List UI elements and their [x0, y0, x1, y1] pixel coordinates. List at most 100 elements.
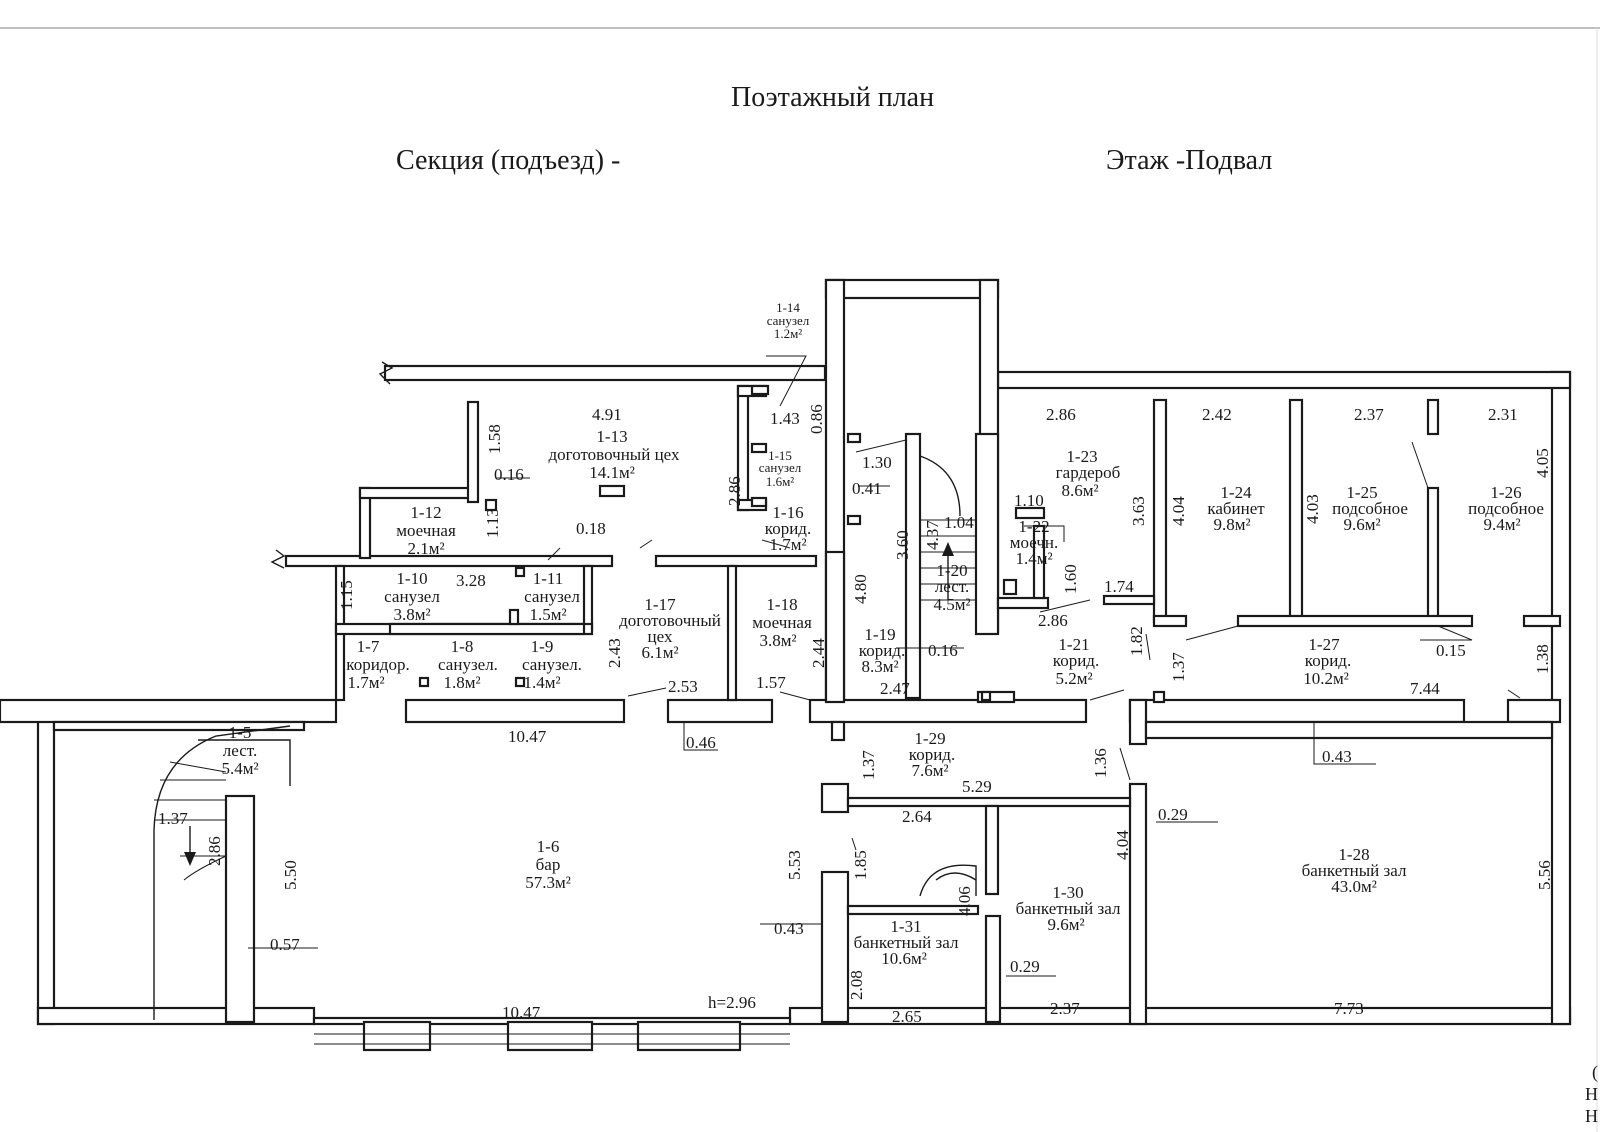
svg-text:банкетный зал: банкетный зал: [1302, 861, 1407, 880]
dim-label: 2.86: [725, 476, 744, 506]
dim-label: 0.41: [852, 479, 882, 498]
svg-text:лест.: лест.: [935, 577, 969, 596]
svg-text:1-26: 1-26: [1490, 483, 1521, 502]
svg-text:1.6м²: 1.6м²: [766, 474, 794, 489]
svg-text:1-7: 1-7: [357, 637, 380, 656]
svg-text:моечн.: моечн.: [1010, 533, 1059, 552]
svg-text:1.5м²: 1.5м²: [529, 605, 566, 624]
dim-label: 1.15: [337, 580, 356, 610]
dim-label: 0.43: [1322, 747, 1352, 766]
dim-label: 0.18: [576, 519, 606, 538]
dim-label: 4.91: [592, 405, 622, 424]
dim-label: 4.80: [851, 574, 870, 604]
svg-text:1-20: 1-20: [936, 561, 967, 580]
svg-text:14.1м²: 14.1м²: [589, 463, 635, 482]
svg-text:гардероб: гардероб: [1056, 463, 1121, 482]
page-title: Поэтажный план: [731, 82, 935, 113]
svg-text:6.1м²: 6.1м²: [641, 643, 678, 662]
svg-text:санузел: санузел: [524, 587, 580, 606]
svg-text:корид.: корид.: [1053, 651, 1099, 670]
dim-label: 1.04: [944, 513, 974, 532]
dim-label: 2.64: [902, 807, 932, 826]
svg-text:1-30: 1-30: [1052, 883, 1083, 902]
svg-text:9.6м²: 9.6м²: [1343, 515, 1380, 534]
dim-label: 4.05: [1533, 448, 1552, 478]
svg-text:7.6м²: 7.6м²: [911, 761, 948, 780]
dim-label: 1.58: [485, 424, 504, 454]
svg-text:1-5: 1-5: [229, 723, 252, 742]
svg-text:корид.: корид.: [909, 745, 955, 764]
dim-label: 7.44: [1410, 679, 1440, 698]
dim-label: 1.57: [756, 673, 786, 692]
svg-text:1-11: 1-11: [533, 569, 564, 588]
svg-text:8.3м²: 8.3м²: [861, 657, 898, 676]
svg-text:1-27: 1-27: [1308, 635, 1340, 654]
section-label: Секция (подъезд) -: [396, 145, 621, 176]
dim-label: 1.36: [1091, 748, 1110, 778]
dim-label: 4.04: [1169, 496, 1188, 526]
svg-text:подсобное: подсобное: [1332, 499, 1408, 518]
height-label: h=2.96: [708, 993, 756, 1012]
dim-label: 3.60: [893, 530, 912, 560]
svg-text:1-6: 1-6: [537, 837, 560, 856]
svg-text:3.8м²: 3.8м²: [393, 605, 430, 624]
dim-label: 0.57: [270, 935, 300, 954]
svg-text:9.8м²: 9.8м²: [1213, 515, 1250, 534]
dim-label: 2.37: [1354, 405, 1384, 424]
svg-text:подсобное: подсобное: [1468, 499, 1544, 518]
svg-text:1-29: 1-29: [914, 729, 945, 748]
svg-text:моечная: моечная: [396, 521, 456, 540]
svg-text:коридор.: коридор.: [346, 655, 409, 674]
dim-label: 1.74: [1104, 577, 1134, 596]
dim-label: 5.53: [785, 850, 804, 880]
dim-label: 1.37: [158, 809, 188, 828]
dim-label: 10.47: [508, 727, 547, 746]
svg-text:10.2м²: 10.2м²: [1303, 669, 1349, 688]
dim-label: 0.29: [1158, 805, 1188, 824]
svg-text:1-23: 1-23: [1066, 447, 1097, 466]
dim-label: 2.86: [1046, 405, 1076, 424]
svg-text:1-22: 1-22: [1018, 517, 1049, 536]
dim-label: 0.86: [807, 404, 826, 434]
svg-text:1-31: 1-31: [890, 917, 921, 936]
svg-text:1-15: 1-15: [768, 448, 792, 463]
svg-text:1-24: 1-24: [1220, 483, 1252, 502]
svg-text:43.0м²: 43.0м²: [1331, 877, 1377, 896]
dim-label: 0.16: [928, 641, 958, 660]
svg-text:корид.: корид.: [765, 519, 811, 538]
svg-text:4.5м²: 4.5м²: [933, 595, 970, 614]
dim-label: 3.28: [456, 571, 486, 590]
svg-text:1-13: 1-13: [596, 427, 627, 446]
dim-label: 5.56: [1535, 860, 1554, 890]
svg-text:1.4м²: 1.4м²: [1015, 549, 1052, 568]
edge-mark: Н: [1585, 1106, 1598, 1126]
dim-label: 0.46: [686, 733, 716, 752]
svg-text:1-10: 1-10: [396, 569, 427, 588]
dim-label: 1.30: [862, 453, 892, 472]
svg-text:цех: цех: [648, 627, 673, 646]
svg-text:банкетный зал: банкетный зал: [1016, 899, 1121, 918]
dim-label: 2.31: [1488, 405, 1518, 424]
svg-text:1.7м²: 1.7м²: [347, 673, 384, 692]
dim-label: 1.43: [770, 409, 800, 428]
dim-label: 2.08: [847, 970, 866, 1000]
svg-text:бар: бар: [536, 855, 561, 874]
svg-text:1.8м²: 1.8м²: [443, 673, 480, 692]
svg-text:5.4м²: 5.4м²: [221, 759, 258, 778]
svg-text:санузел.: санузел.: [522, 655, 582, 674]
dim-label: 1.60: [1061, 564, 1080, 594]
